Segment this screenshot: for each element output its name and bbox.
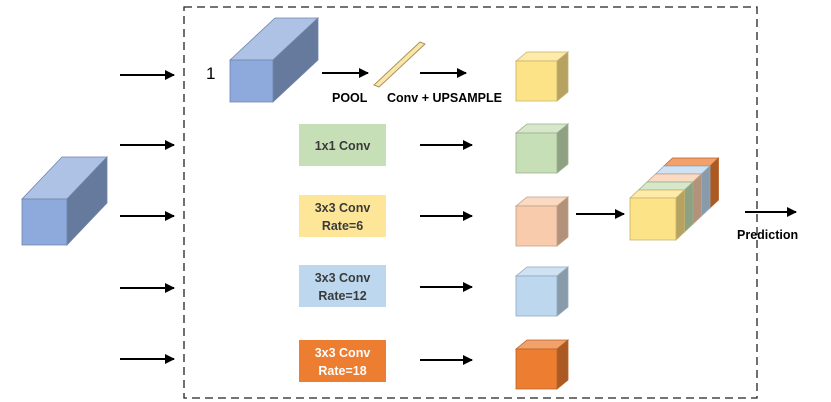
branch-cube-conv1x1-side: [556, 123, 569, 174]
branch-output-cubes: [514, 51, 570, 390]
concat-layer-1: [628, 189, 686, 241]
aspp-module-border: [183, 6, 758, 399]
concat-layer-1-side: [675, 189, 685, 241]
branch-cube-conv3x3-r6: [514, 196, 570, 247]
pooled-feature-cube: [228, 17, 320, 103]
concat-layer-1-front: [629, 197, 677, 241]
pooled-feature-cube: [228, 17, 320, 103]
concat-layer-2-side: [684, 181, 694, 233]
conv-3x3-rate18-line2: Rate=18: [318, 364, 366, 378]
concat-layer-1-top: [628, 189, 686, 199]
input-arrows: [120, 70, 175, 364]
branch-index-label: 1: [206, 64, 215, 83]
conv-3x3-rate12-line1: 3x3 Conv: [315, 271, 371, 285]
branch-cube-pool-side: [556, 51, 569, 102]
branch-cube-conv3x3-r18-side: [556, 339, 569, 390]
conv-3x3-rate18-box: 3x3 Conv Rate=18: [299, 340, 386, 382]
branch-cube-conv3x3-r6-front: [515, 205, 558, 247]
conv-1x1-box: 1x1 Conv: [299, 124, 386, 166]
prediction-label: Prediction: [737, 228, 798, 242]
upsample-label: Conv + UPSAMPLE: [387, 91, 502, 105]
branch-cube-conv3x3-r18: [514, 339, 570, 390]
concat-layer-3-side: [692, 173, 702, 225]
concat-cube: [628, 157, 720, 241]
concat-layer-4-side: [701, 165, 711, 217]
concat-layer-3-top: [645, 173, 703, 183]
concat-layer-5-side: [709, 157, 719, 209]
branch-cube-conv3x3-r18-front: [515, 348, 558, 390]
branch-cube-pool: [514, 51, 570, 102]
conv-3x3-rate12-line2: Rate=12: [318, 289, 366, 303]
pooled-feature-cube-front: [229, 59, 274, 103]
pool-label: POOL: [332, 91, 368, 105]
conv-3x3-rate12-box: 3x3 Conv Rate=12: [299, 265, 386, 307]
pool-bar-icon: [373, 41, 426, 88]
branch-cube-pool-front: [515, 60, 558, 102]
branch-cube-conv1x1-front: [515, 132, 558, 174]
branch-cube-conv3x3-r12-side: [556, 266, 569, 317]
concat-layer-5-top: [662, 157, 720, 167]
conv-3x3-rate6-line2: Rate=6: [322, 219, 363, 233]
conv-1x1-label: 1x1 Conv: [315, 139, 371, 153]
branch-cube-conv3x3-r12: [514, 266, 570, 317]
concat-layer-4-top: [654, 165, 712, 175]
conv-3x3-rate6-line1: 3x3 Conv: [315, 201, 371, 215]
input-feature-cube: [21, 156, 108, 246]
branch-cube-conv3x3-r6-side: [556, 196, 569, 247]
branch-cube-conv3x3-r12-front: [515, 275, 558, 317]
input-feature-cube-front: [21, 198, 68, 246]
branch-cube-conv1x1: [514, 123, 570, 174]
input-feature-cube: [21, 156, 108, 246]
conv-3x3-rate18-line1: 3x3 Conv: [315, 346, 371, 360]
concat-layer-2-top: [637, 181, 695, 191]
conv-3x3-rate6-box: 3x3 Conv Rate=6: [299, 195, 386, 237]
